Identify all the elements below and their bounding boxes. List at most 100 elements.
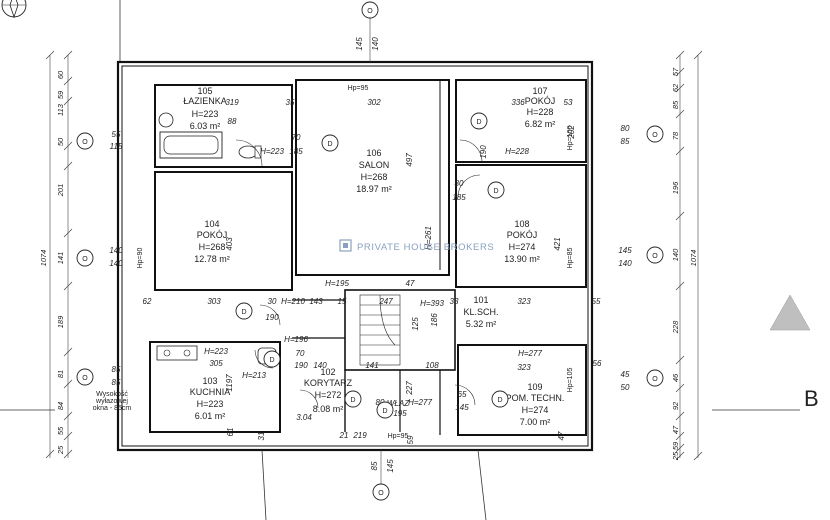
- room-109: 109 POM. TECHN. H=274 7.00 m²: [506, 382, 565, 427]
- dim-right-8: 46: [671, 373, 680, 382]
- svg-text:H=228: H=228: [505, 147, 529, 156]
- svg-text:O: O: [82, 375, 88, 382]
- svg-text:104: 104: [204, 219, 219, 229]
- svg-text:33: 33: [450, 297, 459, 306]
- dim-left-total: 1074: [39, 250, 48, 267]
- svg-text:D: D: [493, 188, 498, 195]
- svg-text:Wysokość: Wysokość: [96, 391, 128, 398]
- svg-text:H=223: H=223: [197, 399, 224, 409]
- svg-text:D: D: [327, 141, 332, 148]
- dim-left-10: 55: [56, 426, 65, 435]
- svg-text:55: 55: [112, 130, 121, 139]
- watermark: PRIVATE HOUSE BROKERS: [339, 239, 494, 253]
- svg-text:59: 59: [406, 435, 415, 444]
- dim-right-5: 196: [671, 181, 680, 194]
- svg-text:65: 65: [458, 390, 467, 399]
- svg-text:61: 61: [226, 428, 235, 437]
- svg-text:107: 107: [532, 86, 547, 96]
- svg-text:O: O: [652, 253, 658, 260]
- svg-text:D: D: [350, 397, 355, 404]
- svg-text:140: 140: [109, 246, 123, 255]
- sink-icon: [158, 112, 174, 128]
- svg-text:140: 140: [371, 37, 380, 51]
- svg-text:145: 145: [355, 37, 364, 51]
- svg-text:H=223: H=223: [192, 109, 219, 119]
- svg-text:3.04: 3.04: [296, 413, 312, 422]
- svg-text:336: 336: [511, 98, 525, 107]
- dim-right-4: 78: [671, 131, 680, 140]
- interior-dimensions: 319 302 336 53 35 88 70 185 H=223 55 115…: [93, 85, 632, 444]
- svg-text:50: 50: [621, 383, 630, 392]
- right-dimension-chain: 57 62 85 78 196 140 228 46 92 47 59 25 1…: [671, 50, 703, 461]
- svg-text:125: 125: [411, 317, 420, 331]
- svg-text:109: 109: [527, 382, 542, 392]
- window-marker: O: [361, 1, 379, 19]
- svg-text:85: 85: [112, 378, 121, 387]
- svg-text:6.03 m²: 6.03 m²: [190, 121, 221, 131]
- svg-text:115: 115: [110, 142, 123, 151]
- svg-text:H=223: H=223: [260, 147, 284, 156]
- svg-text:H=195: H=195: [325, 279, 349, 288]
- svg-text:H=272: H=272: [315, 390, 342, 400]
- window-markers: O O O O O O O O: [76, 1, 664, 501]
- svg-text:305: 305: [209, 359, 223, 368]
- top-dimension: 145 140: [355, 18, 380, 62]
- room-107: 107 POKÓJ H=228 6.82 m²: [525, 86, 556, 129]
- svg-text:62: 62: [143, 297, 152, 306]
- window-marker: O: [76, 132, 94, 150]
- svg-text:303: 303: [207, 297, 221, 306]
- stove-icon: [156, 345, 198, 361]
- svg-text:227: 227: [405, 381, 414, 396]
- svg-text:POKÓJ: POKÓJ: [525, 96, 556, 106]
- svg-text:145: 145: [386, 459, 395, 473]
- svg-text:O: O: [378, 490, 384, 497]
- svg-text:80: 80: [376, 398, 385, 407]
- svg-text:H=277: H=277: [518, 349, 542, 358]
- room-104: 104 POKÓJ H=268 12.78 m²: [194, 219, 230, 264]
- svg-text:323: 323: [517, 363, 531, 372]
- window-marker: O: [646, 369, 664, 387]
- svg-text:D: D: [497, 397, 502, 404]
- svg-text:H=393: H=393: [420, 299, 444, 308]
- svg-text:53: 53: [564, 98, 573, 107]
- svg-text:SALON: SALON: [359, 160, 390, 170]
- svg-text:145: 145: [618, 246, 632, 255]
- svg-text:H=277: H=277: [408, 398, 432, 407]
- svg-text:KUCHNIA: KUCHNIA: [190, 387, 231, 397]
- svg-text:186: 186: [430, 313, 439, 327]
- svg-text:202: 202: [567, 125, 576, 140]
- svg-text:5.32 m²: 5.32 m²: [466, 319, 497, 329]
- svg-text:101: 101: [473, 295, 488, 305]
- svg-text:80: 80: [455, 179, 464, 188]
- svg-text:H=268: H=268: [199, 242, 226, 252]
- svg-text:O: O: [367, 8, 373, 15]
- svg-text:108: 108: [425, 361, 439, 370]
- svg-text:D: D: [382, 408, 387, 415]
- door-marker: D: [263, 350, 281, 368]
- svg-text:ŁAZIENKA: ŁAZIENKA: [183, 96, 227, 106]
- bathtub-icon: [159, 131, 223, 159]
- svg-text:D: D: [269, 357, 274, 364]
- room-106: 106 SALON H=268 18.97 m²: [356, 148, 392, 194]
- svg-text:141: 141: [365, 361, 378, 370]
- svg-text:H=210: H=210: [281, 297, 305, 306]
- svg-text:POKÓJ: POKÓJ: [197, 230, 228, 240]
- svg-text:H=274: H=274: [509, 242, 536, 252]
- svg-text:H=223: H=223: [204, 347, 228, 356]
- window-marker: O: [76, 249, 94, 267]
- svg-text:31: 31: [257, 432, 266, 441]
- window-marker: O: [76, 368, 94, 386]
- svg-text:H=274: H=274: [522, 405, 549, 415]
- svg-text:D: D: [241, 309, 246, 316]
- svg-text:B: B: [804, 386, 819, 411]
- door-marker: D: [235, 302, 253, 320]
- dim-right-10: 47: [671, 425, 680, 434]
- svg-text:7.00 m²: 7.00 m²: [520, 417, 551, 427]
- dim-right-12: 25: [671, 451, 680, 461]
- dim-right-total: 1074: [689, 250, 698, 267]
- room-103: 103 KUCHNIA H=223 6.01 m²: [190, 376, 231, 421]
- dim-left-1: 60: [56, 70, 65, 79]
- svg-text:Hp=105: Hp=105: [567, 368, 574, 393]
- svg-text:421: 421: [553, 237, 562, 250]
- svg-text:H=261: H=261: [424, 226, 433, 250]
